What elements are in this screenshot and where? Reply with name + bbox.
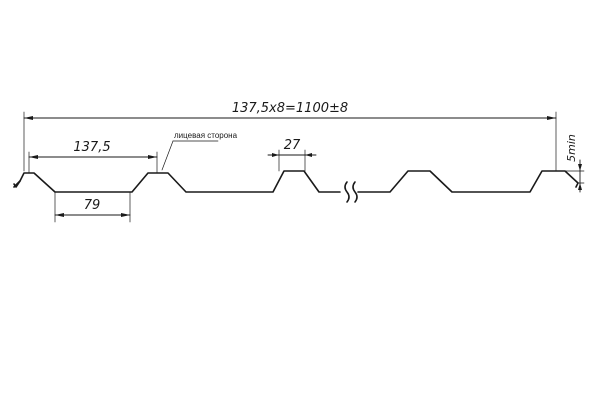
profile-outline-right [357, 170, 579, 193]
overall-arrow-right [547, 116, 556, 120]
face-side-label: лицевая сторона [174, 131, 238, 140]
edge-arrow-top [578, 164, 582, 171]
break-symbol [344, 181, 358, 203]
profile-outline-left [13, 170, 341, 193]
top-width-label: 27 [284, 138, 301, 153]
pitch-label: 137,5 [73, 140, 110, 155]
bottom-arrow-right [121, 213, 130, 217]
bottom-arrow-left [55, 213, 64, 217]
top-arrow-right [305, 153, 312, 157]
pitch-arrow-left [29, 155, 38, 159]
face-side-leader [161, 140, 174, 171]
bottom-width-label: 79 [84, 198, 101, 213]
pitch-arrow-right [148, 155, 157, 159]
edge-arrow-bottom [578, 183, 582, 190]
edge-height-label: 5min [565, 134, 578, 162]
overall-arrow-left [24, 116, 33, 120]
overall-width-label: 137,5х8=1100±8 [232, 101, 348, 116]
top-arrow-left [272, 153, 279, 157]
profile-left-edge-hook [13, 180, 21, 188]
